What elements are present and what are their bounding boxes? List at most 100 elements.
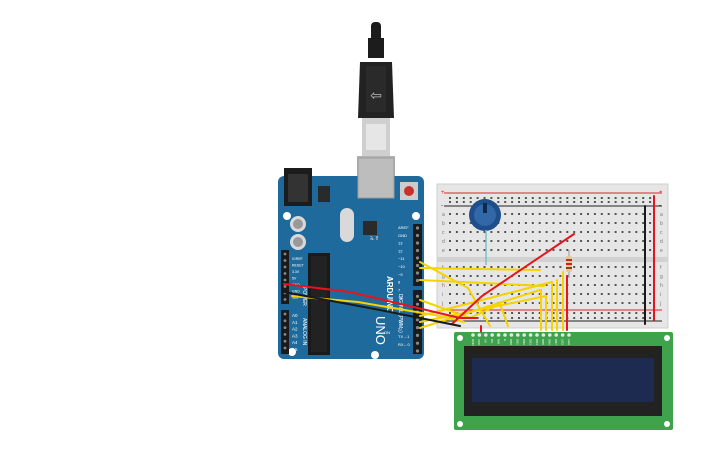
header-pin[interactable]	[415, 226, 420, 230]
row-label-right: j	[659, 301, 661, 307]
row-label-left: c	[442, 230, 445, 236]
svg-text:⇦: ⇦	[370, 88, 382, 104]
header-pin[interactable]	[415, 241, 420, 245]
digital-pin-label: TX→1	[398, 334, 410, 339]
header-pin[interactable]	[415, 256, 420, 260]
row-label-left: e	[442, 248, 445, 254]
header-pin[interactable]	[283, 339, 287, 343]
lcd-pin[interactable]	[535, 333, 539, 337]
digital-header-low	[413, 290, 422, 354]
lcd-pin[interactable]	[503, 333, 507, 337]
rail-plus-label-tr: +	[659, 190, 663, 196]
lcd-pin-label: DB4	[535, 339, 539, 345]
header-pin[interactable]	[283, 272, 287, 275]
row-label-right: e	[660, 248, 663, 254]
row-label-left: d	[442, 239, 445, 245]
analog-header	[281, 310, 289, 354]
lcd-pin-label: LED	[567, 339, 571, 346]
header-pin[interactable]	[415, 278, 420, 283]
power-pin-label: RESET	[292, 264, 305, 268]
header-pin[interactable]	[283, 298, 287, 301]
power-pin-label: 3.3V	[292, 270, 300, 274]
header-pin[interactable]	[415, 263, 420, 268]
board-name-label: UNO	[373, 316, 388, 345]
lcd-pin-label: V0	[484, 339, 488, 343]
analog-group-label: ANALOG IN	[301, 318, 307, 346]
potentiometer[interactable]	[469, 199, 501, 265]
header-pin[interactable]	[283, 265, 287, 269]
analog-pin-label: A2	[292, 327, 298, 332]
usb-cable[interactable]: ⇦	[357, 22, 395, 178]
lcd-pin-label: DB0	[509, 339, 513, 345]
header-pin[interactable]	[283, 319, 287, 323]
header-pin[interactable]	[415, 349, 420, 353]
lcd-pin[interactable]	[490, 333, 495, 337]
power-pin-label: GND	[292, 290, 300, 294]
lcd-pin[interactable]	[516, 333, 520, 337]
usb-port	[357, 157, 395, 199]
lcd-pin-label: VCC	[477, 339, 481, 346]
header-pin[interactable]	[415, 333, 420, 337]
header-pin[interactable]	[283, 259, 287, 262]
lcd-pin[interactable]	[522, 333, 526, 337]
lcd-pin[interactable]	[509, 333, 514, 337]
lcd-pin[interactable]	[471, 333, 475, 337]
header-pin[interactable]	[283, 333, 287, 336]
header-pin[interactable]	[415, 341, 420, 345]
digital-pin-label: GND	[398, 233, 407, 238]
rail-minus-label-tl: -	[441, 203, 443, 209]
lcd-pin[interactable]	[567, 333, 571, 337]
header-pin[interactable]	[415, 318, 420, 322]
header-pin[interactable]	[283, 285, 287, 288]
brand-label: ARDUINO	[385, 276, 394, 313]
lcd-pin[interactable]	[496, 333, 501, 337]
header-pin[interactable]	[415, 271, 420, 275]
lcd-pin-label: RS	[490, 339, 494, 343]
arduino-board[interactable]: ARDUINO UNO ON L POWER ANALOG IN DIGITAL…	[278, 157, 424, 359]
header-pin[interactable]	[283, 252, 287, 256]
header-pin[interactable]	[415, 326, 420, 330]
row-label-right: f	[660, 265, 662, 271]
analog-pin-label: A0	[292, 313, 298, 318]
digital-pin-label: ~9	[398, 272, 403, 277]
digital-header-high	[413, 224, 422, 286]
lcd-screen	[472, 358, 654, 402]
digital-pin-label: AREF	[398, 225, 409, 230]
digital-pin-label: 12	[398, 248, 403, 253]
header-pin[interactable]	[415, 302, 420, 306]
header-pin[interactable]	[283, 346, 287, 350]
digital-pin-label: ~11	[398, 256, 405, 261]
row-label-left: a	[442, 212, 445, 218]
resistor[interactable]	[566, 250, 572, 278]
on-led-label: ON	[384, 330, 390, 335]
header-pin[interactable]	[283, 278, 287, 282]
lcd-pin[interactable]	[477, 333, 482, 337]
lcd-pin[interactable]	[541, 333, 546, 337]
row-label-left: i	[442, 292, 443, 298]
lcd-pin-label: E	[503, 339, 507, 341]
lcd-pin-label: DB6	[548, 339, 552, 345]
lcd-pin-label: GND	[471, 339, 475, 347]
digital-pin-label: ~6	[398, 295, 403, 300]
power-header	[281, 250, 289, 304]
lcd-pin[interactable]	[548, 333, 552, 337]
lcd-pin-label: DB5	[541, 339, 545, 345]
header-pin[interactable]	[415, 248, 420, 253]
lcd-pin-label: LED	[560, 339, 564, 346]
digital-pin-label: ~10	[398, 264, 406, 269]
header-pin[interactable]	[415, 294, 420, 298]
digital-pin-label: 7	[398, 287, 401, 292]
header-pin[interactable]	[283, 312, 287, 316]
lcd-pin-label: RW	[496, 339, 500, 344]
lcd-pin[interactable]	[554, 333, 558, 337]
lcd-pin[interactable]	[528, 333, 533, 337]
lcd-pin-label: DB7	[554, 339, 558, 345]
header-pin[interactable]	[283, 326, 287, 329]
header-pin[interactable]	[415, 233, 420, 238]
row-label-left: h	[442, 283, 445, 289]
lcd-pin[interactable]	[560, 333, 565, 337]
row-label-right: b	[660, 221, 663, 227]
lcd-pin[interactable]	[484, 333, 488, 337]
analog-pin-label: A4	[292, 340, 298, 345]
